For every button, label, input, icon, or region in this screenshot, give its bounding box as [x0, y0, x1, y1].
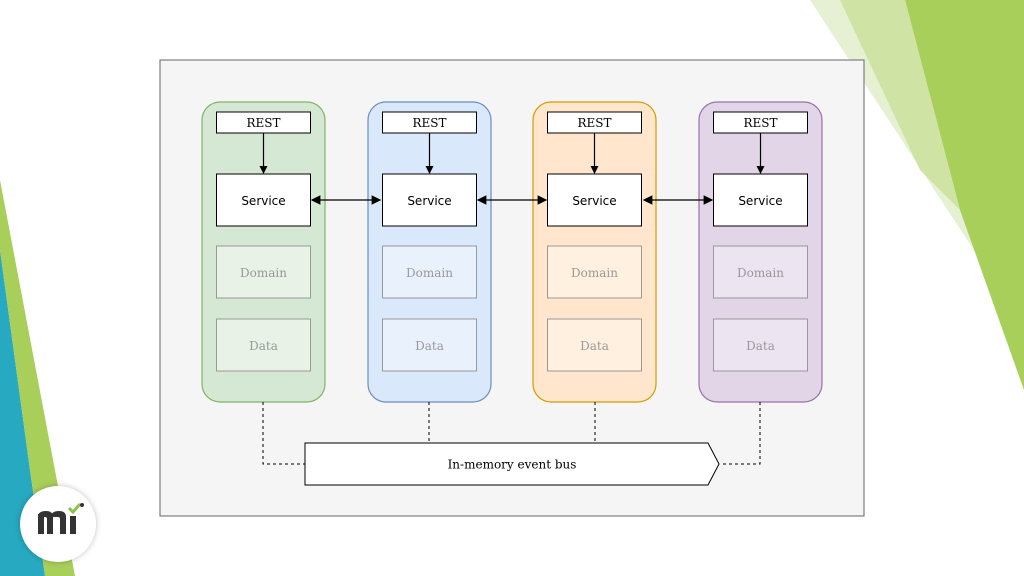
- arrow-head: [756, 166, 765, 174]
- domain-box: [713, 245, 808, 299]
- rest-label: REST: [412, 116, 446, 130]
- rest-label: REST: [743, 116, 777, 130]
- event-bus-shape: [304, 442, 720, 486]
- decor-shape-left-teal: [0, 250, 45, 576]
- arrow-head: [425, 166, 434, 174]
- company-logo-icon: [38, 503, 84, 534]
- data-box: [216, 318, 311, 372]
- service-label: Service: [241, 194, 285, 208]
- data-label: Data: [580, 339, 609, 353]
- domain-label: Domain: [406, 266, 453, 280]
- domain-label: Domain: [737, 266, 784, 280]
- data-label: Data: [415, 339, 444, 353]
- domain-box: [382, 245, 477, 299]
- data-label: Data: [249, 339, 278, 353]
- decor-shape-left-green: [0, 180, 75, 576]
- bus-connector-1: [262, 402, 305, 465]
- rest-label: REST: [246, 116, 280, 130]
- data-box: [382, 318, 477, 372]
- arrow-head: [590, 166, 599, 174]
- service-label: Service: [407, 194, 451, 208]
- domain-label: Domain: [240, 266, 287, 280]
- service-box: [547, 173, 642, 227]
- data-box: [547, 318, 642, 372]
- service-box: [216, 173, 311, 227]
- decor-shape-top-right-dark: [905, 0, 1024, 390]
- service-box: [713, 173, 808, 227]
- service-box: [382, 173, 477, 227]
- rest-label: REST: [577, 116, 611, 130]
- arrow-head: [259, 166, 268, 174]
- event-bus-label: In-memory event bus: [448, 458, 577, 472]
- data-label: Data: [746, 339, 775, 353]
- domain-box: [216, 245, 311, 299]
- bus-connector-4: [720, 402, 761, 465]
- data-box: [713, 318, 808, 372]
- service-label: Service: [738, 194, 782, 208]
- decor-shape-top-right-mid: [840, 0, 960, 210]
- domain-label: Domain: [571, 266, 618, 280]
- company-logo: [20, 486, 96, 562]
- domain-box: [547, 245, 642, 299]
- service-label: Service: [572, 194, 616, 208]
